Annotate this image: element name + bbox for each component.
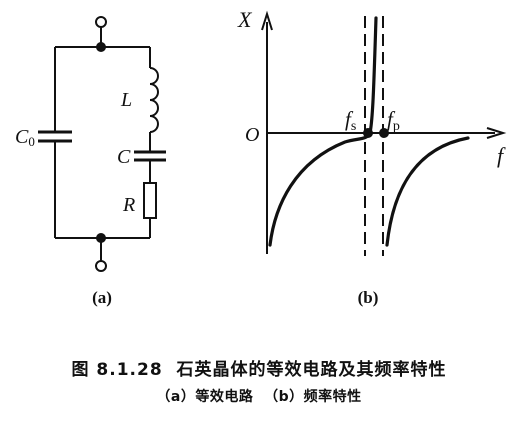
fp-label: fp [387,107,400,134]
fs-label: fs [345,107,356,134]
top-terminal [95,16,107,28]
equivalent-circuit: C0 L C R (a) [15,16,166,307]
resistor-label: R [122,194,135,216]
x-axis-arrow [486,127,507,139]
inductor-label: L [120,89,132,111]
fs-point [363,128,373,138]
y-axis-arrow [261,10,273,31]
figure-caption: 图 8.1.28 石英晶体的等效电路及其频率特性 [71,360,447,380]
inductor-coil [149,67,159,133]
y-axis-label: X [237,7,253,32]
plot-sublabel: (b) [358,288,379,307]
reactance-plot: X O f fs fp (b) [237,7,507,307]
figure-canvas: C0 L C R (a) X O f fs fp (b) [15,7,507,307]
circuit-sublabel: (a) [92,288,112,307]
bottom-terminal [95,260,107,272]
resistor-body [143,182,157,219]
figure-subcaption: （a）等效电路 （b）频率特性 [156,389,362,405]
reactance-curve-left [268,16,378,247]
reactance-curve-right [385,136,470,247]
origin-label: O [245,124,259,146]
fp-point [379,128,389,138]
capacitor-label: C [117,146,131,168]
c0-label: C0 [15,126,35,149]
x-axis-label: f [497,143,506,168]
